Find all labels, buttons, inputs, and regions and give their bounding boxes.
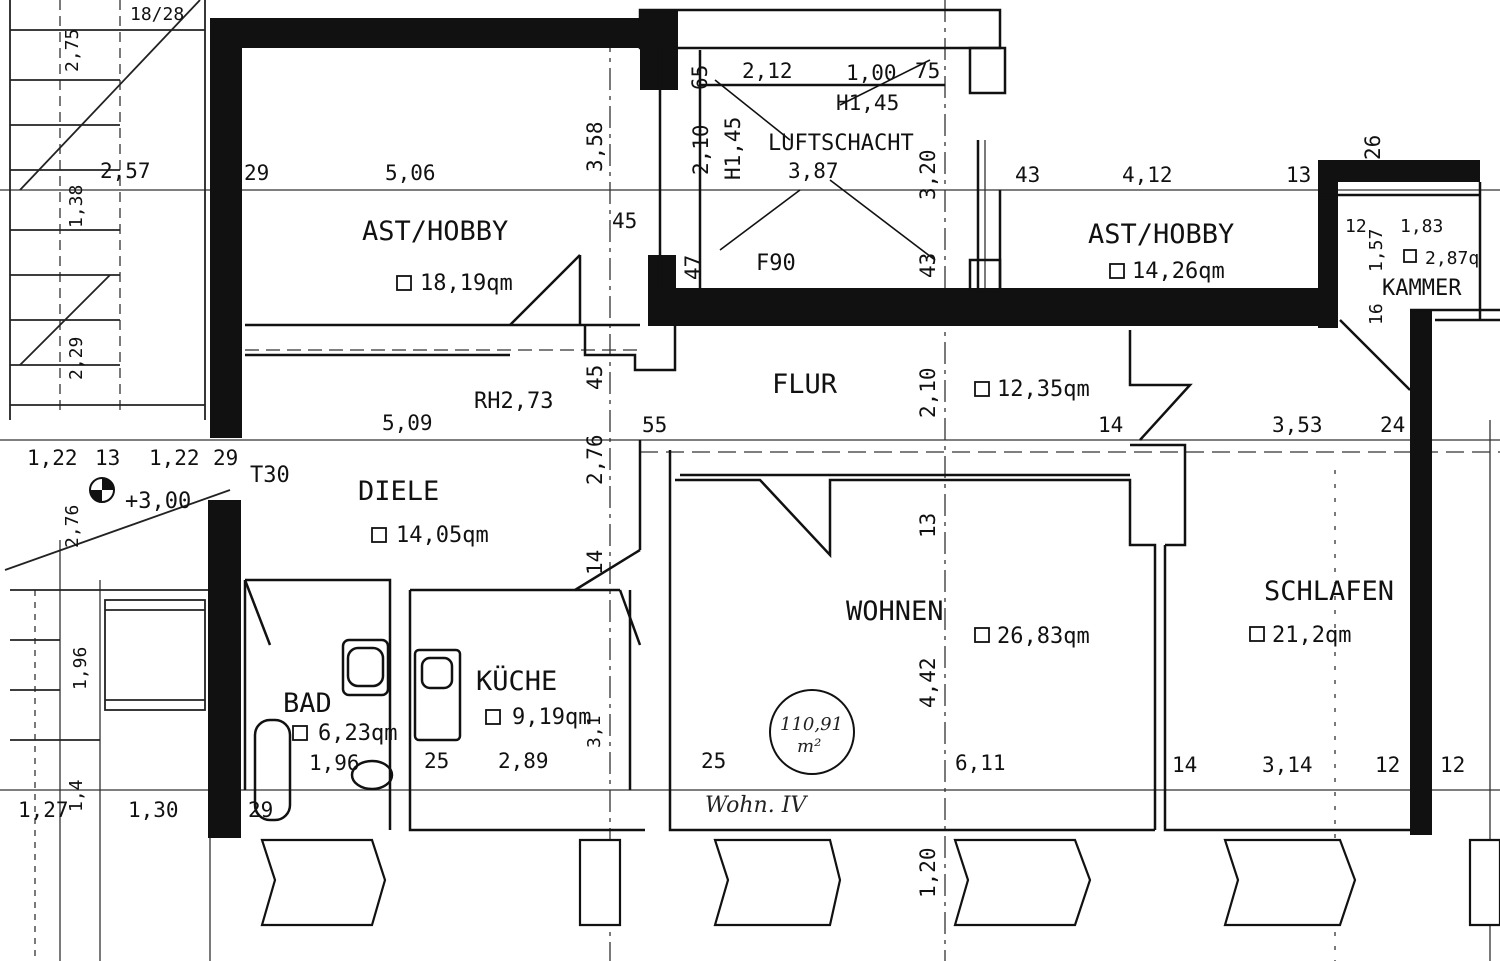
room-area-schlafen: 21,2qm — [1272, 623, 1351, 648]
dim-label: 16 — [1366, 303, 1387, 325]
dim-label: 25 — [701, 749, 726, 773]
shaft-arrows — [714, 59, 936, 261]
dim-label: 1,4 — [66, 779, 87, 812]
dim-label: 2,57 — [100, 159, 151, 183]
room-area-kammer: 2,87q — [1425, 248, 1479, 269]
dim-label: 1,22 — [149, 446, 200, 470]
room-name-diele: DIELE — [358, 476, 439, 507]
dim-label: 47 — [681, 255, 705, 280]
dim-label: 3,1 — [584, 715, 605, 748]
dim-label: 43 — [1015, 163, 1040, 187]
room-area-bad: 6,23qm — [318, 721, 397, 746]
dim-label: 1,96 — [70, 647, 91, 690]
dim-label: 2,12 — [742, 59, 793, 83]
walls — [208, 10, 1480, 838]
dim-label: 1,83 — [1400, 216, 1443, 237]
room-area-wohnen: 26,83qm — [997, 624, 1090, 649]
room-area-ast-hobby-left: 18,19qm — [420, 271, 513, 296]
dim-label: 26 — [1361, 135, 1385, 160]
dim-label: 29 — [213, 446, 238, 470]
room-area-flur: 12,35qm — [997, 377, 1090, 402]
annotations: RH2,73 T30 F90 H1,45 H1,45 +3,00 110,91 … — [125, 4, 899, 818]
dim-label: 2,10 — [916, 367, 940, 418]
room-name-wohnen: WOHNEN — [846, 596, 944, 627]
fire-rating-f90: F90 — [756, 251, 796, 276]
room-area-diele: 14,05qm — [396, 523, 489, 548]
height-label-side: H1,45 — [721, 117, 745, 180]
dim-label: 12 — [1440, 753, 1465, 777]
dim-label: 3,87 — [788, 159, 839, 183]
dim-label: 2,89 — [498, 749, 549, 773]
dim-label: 13 — [1286, 163, 1311, 187]
dim-label: 2,10 — [689, 124, 713, 175]
dim-label: 45 — [583, 365, 607, 390]
room-name-bad: BAD — [283, 688, 332, 719]
room-area-kueche: 9,19qm — [512, 705, 591, 730]
dim-label: 6,11 — [955, 751, 1006, 775]
dim-label: 14 — [1172, 753, 1197, 777]
dim-label: 65 — [688, 65, 712, 90]
staircase — [4, 0, 231, 741]
dim-label: 3,20 — [916, 149, 940, 200]
dim-label: 13 — [95, 446, 120, 470]
dim-label: 1,96 — [309, 751, 360, 775]
ceiling-height-label: RH2,73 — [474, 389, 553, 414]
total-area-circle — [769, 689, 855, 775]
room-name-kammer: KAMMER — [1382, 276, 1462, 301]
room-name-ast-hobby-left: AST/HOBBY — [362, 216, 508, 247]
total-area-unit: m² — [797, 736, 821, 757]
dim-label: 25 — [424, 749, 449, 773]
room-area-ast-hobby-right: 14,26qm — [1132, 259, 1225, 284]
dim-label: 2,76 — [62, 505, 83, 548]
total-area-value: 110,91 — [780, 714, 843, 735]
dim-label: 45 — [612, 209, 637, 233]
level-marker-icon — [89, 477, 115, 503]
dim-label: 2,29 — [66, 337, 87, 380]
room-labels: AST/HOBBY 18,19qm AST/HOBBY 14,26qm KAMM… — [283, 131, 1479, 746]
dim-label: 43 — [916, 253, 940, 278]
dim-label: 14 — [583, 550, 607, 575]
dim-label: 5,06 — [385, 161, 436, 185]
dim-label: 1,57 — [1366, 229, 1387, 272]
dim-label: 3,14 — [1262, 753, 1313, 777]
dim-label: 2,75 — [62, 29, 83, 72]
dim-label: 29 — [244, 161, 269, 185]
dim-label: 1,20 — [916, 847, 940, 898]
dim-label: 12 — [1345, 216, 1367, 237]
dim-label: 1,30 — [128, 798, 179, 822]
dim-label: 1,38 — [66, 185, 87, 228]
dim-label: 1,27 — [18, 798, 69, 822]
dim-label: 1,00 — [846, 61, 897, 85]
room-name-kueche: KÜCHE — [476, 665, 557, 697]
dim-label: 13 — [916, 513, 940, 538]
room-name-flur: FLUR — [772, 369, 838, 400]
room-name-luftschacht: LUFTSCHACHT — [768, 131, 914, 156]
interior-walls — [243, 8, 1500, 832]
dim-label: 1,22 — [27, 446, 78, 470]
dim-label: 55 — [642, 413, 667, 437]
dim-label: 3,58 — [583, 121, 607, 172]
fire-rating-t30: T30 — [250, 463, 290, 488]
dim-label: 29 — [248, 798, 273, 822]
dim-label: 75 — [915, 59, 940, 83]
window-openings — [260, 838, 1500, 927]
dimension-numbers: 2,12 1,00 75 65 2,10 3,87 3,20 47 43 45 … — [18, 29, 1465, 898]
dim-label: 14 — [1098, 413, 1123, 437]
dim-label: 4,12 — [1122, 163, 1173, 187]
dim-label: 5,09 — [382, 411, 433, 435]
dim-label: 12 — [1375, 753, 1400, 777]
height-label-top: H1,45 — [836, 91, 899, 115]
dim-label: 24 — [1380, 413, 1405, 437]
area-square-icons — [292, 249, 1417, 741]
unit-note: Wohn. IV — [705, 793, 808, 818]
dim-label: 4,42 — [916, 657, 940, 708]
dim-label: 3,53 — [1272, 413, 1323, 437]
level-label: +3,00 — [125, 489, 191, 514]
stair-label: 18/28 — [130, 4, 184, 25]
room-name-schlafen: SCHLAFEN — [1264, 576, 1394, 607]
dim-label: 2,76 — [583, 434, 607, 485]
room-name-ast-hobby-right: AST/HOBBY — [1088, 219, 1234, 250]
